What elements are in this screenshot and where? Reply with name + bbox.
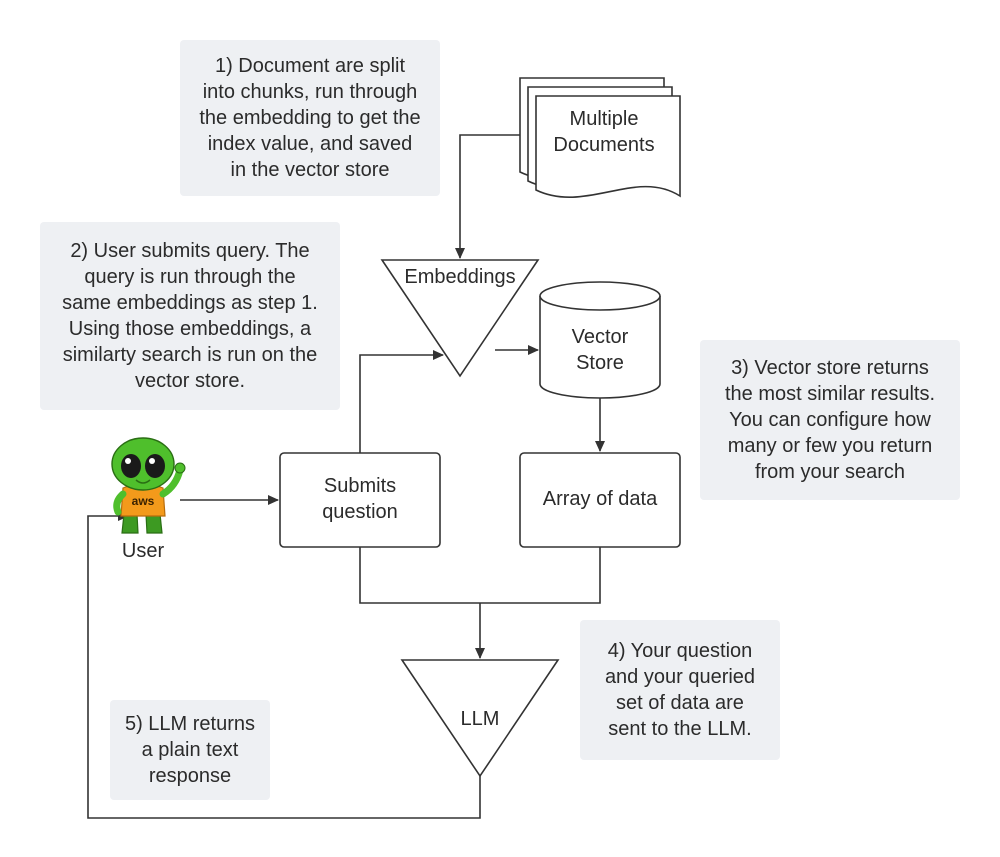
docs-to-embeddings-arrow [455, 134, 520, 259]
llm-shape [400, 659, 560, 778]
submits-question-label: Submits question [322, 475, 398, 523]
shirt-logo: aws [132, 494, 155, 508]
step2-note: 2) User submits query. The query is run … [40, 222, 340, 410]
step4-note: 4) Your question and your queried set of… [580, 620, 780, 760]
documents-icon [519, 77, 681, 199]
step5-note: 5) LLM returns a plain text response [110, 700, 270, 800]
embeddings-label: Embeddings [404, 266, 516, 288]
merge-to-llm-arrow [359, 547, 601, 658]
vector-store-shape [539, 281, 661, 399]
user-label: User [121, 540, 165, 562]
question-to-embeddings-arrow [359, 350, 444, 453]
step1-note: 1) Document are split into chunks, run t… [180, 40, 440, 196]
vector-store-label: Vector Store [571, 326, 629, 374]
array-of-data-label: Array of data [542, 488, 658, 510]
step3-note: 3) Vector store returns the most similar… [700, 340, 960, 500]
embeddings-shape [380, 259, 540, 378]
alien-user-icon: aws [111, 437, 186, 534]
llm-label: LLM [460, 708, 500, 730]
llm-to-user-arrow [87, 511, 481, 819]
documents-label: Multiple Documents [553, 108, 655, 156]
